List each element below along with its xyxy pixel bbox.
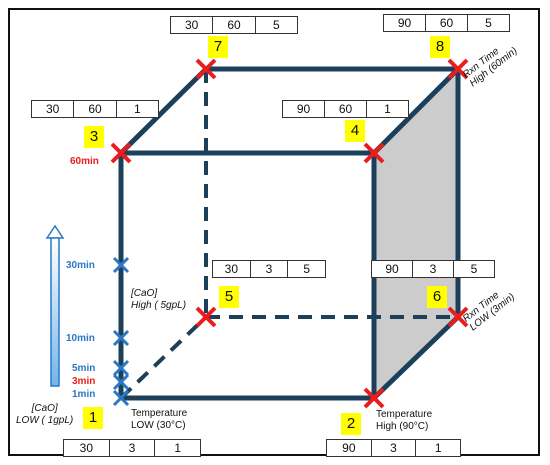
shaded-face bbox=[374, 69, 458, 398]
table-cell: 3 bbox=[372, 440, 417, 456]
corner-table-8: 90 60 5 bbox=[383, 14, 510, 32]
corner-number-3: 3 bbox=[84, 126, 104, 148]
cao-low-label: [CaO] LOW ( 1gpL) bbox=[16, 403, 73, 427]
table-cell: 60 bbox=[213, 17, 256, 33]
table-cell: 90 bbox=[327, 440, 372, 456]
time-cross-3min bbox=[112, 373, 130, 391]
rxn-time-low-label: Rxn Time LOW (3min) bbox=[461, 288, 531, 334]
time-label-10min: 10min bbox=[66, 333, 95, 344]
table-cell: 5 bbox=[272, 18, 280, 32]
table-cell: 1 bbox=[133, 102, 141, 116]
table-cell: 1 bbox=[174, 441, 182, 455]
table-cell: 3 bbox=[110, 440, 156, 456]
corner-number-1: 1 bbox=[83, 407, 103, 429]
corner-marker-7 bbox=[195, 58, 217, 80]
time-label-60min: 60min bbox=[70, 156, 99, 167]
corner-marker-4 bbox=[363, 142, 385, 164]
time-label-5min: 5min bbox=[72, 363, 96, 374]
cao-high-label: [CaO] High ( 5gpL) bbox=[131, 288, 186, 312]
corner-marker-2 bbox=[363, 387, 385, 409]
time-cross-1min bbox=[112, 389, 130, 407]
label-line: LOW (30°C) bbox=[131, 420, 186, 431]
table-cell: 1 bbox=[384, 102, 391, 116]
corner-number-7: 7 bbox=[208, 36, 228, 58]
time-cross-30min bbox=[112, 256, 130, 274]
table-cell: 90 bbox=[372, 261, 413, 277]
corner-number-5: 5 bbox=[219, 286, 239, 308]
corner-table-3: 30 60 1 bbox=[31, 100, 159, 118]
table-cell: 90 bbox=[384, 15, 426, 31]
hidden-edge-1-5 bbox=[119, 315, 208, 400]
corner-table-1: 30 3 1 bbox=[63, 439, 201, 457]
corner-number-6: 6 bbox=[427, 286, 447, 308]
corner-marker-5 bbox=[195, 306, 217, 328]
temperature-high-label: Temperature High (90°C) bbox=[376, 409, 432, 433]
time-label-30min: 30min bbox=[66, 260, 95, 271]
corner-table-5: 30 3 5 bbox=[212, 260, 326, 278]
table-cell: 5 bbox=[303, 262, 311, 276]
table-cell: 30 bbox=[32, 101, 75, 117]
table-cell: 90 bbox=[283, 101, 325, 117]
corner-number-4: 4 bbox=[345, 120, 365, 142]
table-cell: 5 bbox=[485, 16, 492, 30]
edge-2-6 bbox=[372, 315, 460, 400]
corner-table-7: 30 60 5 bbox=[170, 16, 298, 34]
time-arrow bbox=[45, 224, 65, 387]
corner-marker-6 bbox=[447, 306, 469, 328]
corner-number-2: 2 bbox=[341, 413, 361, 435]
time-label-1min: 1min bbox=[72, 389, 96, 400]
corner-table-4: 90 60 1 bbox=[282, 100, 409, 118]
table-cell: 30 bbox=[64, 440, 110, 456]
rxn-time-high-label: Rxn Time High (60min) bbox=[461, 42, 531, 89]
time-label-3min: 3min bbox=[72, 376, 96, 387]
label-line: High (90°C) bbox=[376, 421, 429, 432]
corner-marker-8 bbox=[447, 58, 469, 80]
corner-marker-3 bbox=[110, 142, 132, 164]
corner-table-2: 90 3 1 bbox=[326, 439, 461, 457]
edge-3-7 bbox=[119, 67, 208, 155]
table-cell: 30 bbox=[171, 17, 214, 33]
temperature-low-label: Temperature LOW (30°C) bbox=[131, 408, 187, 432]
label-line: LOW ( 1gpL) bbox=[16, 415, 74, 426]
figure-border bbox=[8, 8, 540, 456]
label-line: High ( 5gpL) bbox=[131, 300, 187, 311]
table-cell: 3 bbox=[413, 261, 454, 277]
time-cross-10min bbox=[112, 329, 130, 347]
label-line: [CaO] bbox=[31, 403, 58, 414]
label-line: Temperature bbox=[131, 408, 188, 419]
table-cell: 1 bbox=[434, 441, 442, 455]
corner-table-6: 90 3 5 bbox=[371, 260, 495, 278]
table-cell: 60 bbox=[426, 15, 468, 31]
time-cross-5min bbox=[112, 359, 130, 377]
table-cell: 3 bbox=[251, 261, 289, 277]
table-cell: 60 bbox=[74, 101, 117, 117]
corner-number-8: 8 bbox=[430, 36, 450, 58]
table-cell: 30 bbox=[213, 261, 251, 277]
label-line: [CaO] bbox=[131, 288, 158, 299]
table-cell: 5 bbox=[470, 262, 478, 276]
table-cell: 60 bbox=[325, 101, 367, 117]
edge-4-8 bbox=[372, 67, 460, 155]
label-line: Temperature bbox=[376, 409, 433, 420]
